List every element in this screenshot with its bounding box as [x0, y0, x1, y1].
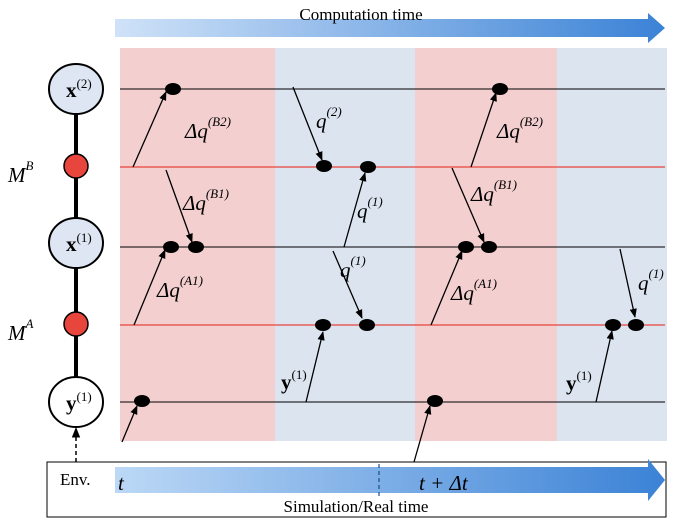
model-mb-label: MB: [7, 158, 34, 187]
model-ma-label: MA: [7, 316, 34, 345]
node-x1-label: x(1): [66, 230, 92, 256]
arrow-q1-down: [332, 250, 363, 319]
label-q2: q(2): [316, 104, 342, 133]
label-dq-b2: Δq(B2): [184, 114, 231, 143]
event-dot: [360, 161, 376, 173]
arrow-q1-down-band4: [619, 248, 637, 318]
arrow-x1-to-mb-band3: [451, 167, 485, 243]
arrow-ma-to-x1-band3: [430, 250, 463, 326]
event-dot: [188, 241, 204, 253]
label-y1-band2: y(1): [281, 367, 307, 394]
event-dot: [163, 241, 179, 253]
event-dot: [605, 319, 621, 331]
event-dot: [492, 83, 508, 95]
arrow-y1-up-band4: [595, 330, 614, 403]
node-mb: [63, 153, 89, 179]
env-label: Env.: [60, 470, 91, 489]
label-dq-b1: Δq(B1): [182, 186, 229, 215]
label-dq-a1-band3: Δq(A1): [450, 276, 497, 305]
node-y1-label: y(1): [66, 389, 92, 415]
node-y1: [48, 376, 104, 428]
node-x1: [48, 217, 104, 269]
node-ma: [63, 311, 89, 337]
label-q1-down: q(1): [340, 253, 366, 282]
simulation-time-arrow: [115, 459, 665, 501]
label-q1-band4: q(1): [638, 266, 664, 295]
arrow-y1-to-ma: [121, 405, 138, 443]
event-dot: [427, 395, 443, 407]
arrow-x1-to-mb: [165, 169, 193, 243]
arrow-mb-to-x2: [132, 91, 167, 168]
arrow-q1-up: [343, 172, 367, 248]
arrow-ma-to-x1: [133, 249, 166, 326]
node-x2-label: x(2): [66, 76, 92, 102]
label-dq-b2-band3: Δq(B2): [496, 114, 543, 143]
event-dot: [458, 241, 474, 253]
arrow-env-to-y1-tdt: [413, 405, 432, 463]
event-dot: [481, 241, 497, 253]
time-t-dt-label: t + Δt: [419, 471, 469, 495]
label-dq-b1-band3: Δq(B1): [470, 177, 517, 206]
event-dot: [134, 395, 150, 407]
arrow-q2-down: [292, 86, 323, 161]
node-x2: [48, 63, 104, 115]
label-q1-up: q(1): [357, 194, 383, 223]
event-dot: [359, 319, 375, 331]
computation-time-label: Computation time: [299, 5, 422, 24]
simulation-time-label: Simulation/Real time: [284, 497, 429, 516]
time-t-label: t: [118, 471, 125, 495]
label-dq-a1: Δq(A1): [156, 273, 203, 302]
event-dot: [315, 319, 331, 331]
arrow-mb-to-x2-band3: [470, 92, 497, 168]
event-dot: [316, 160, 332, 172]
arrow-y1-up-band2: [305, 331, 325, 403]
event-dot: [165, 83, 181, 95]
label-y1-band4: y(1): [566, 368, 592, 395]
event-dot: [628, 319, 644, 331]
computation-time-arrow: [115, 13, 665, 43]
band-blue-2: [557, 48, 667, 441]
